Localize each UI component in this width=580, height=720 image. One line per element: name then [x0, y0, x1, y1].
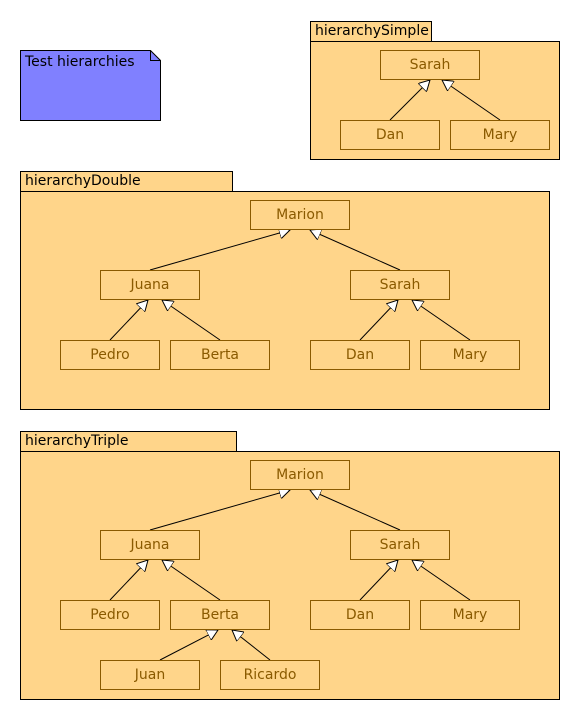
class-berta-triple[interactable]: Berta: [170, 600, 270, 630]
package-tab-hierarchy-simple: hierarchySimple: [310, 21, 432, 42]
note-test-hierarchies: Test hierarchies: [20, 50, 161, 121]
package-tab-hierarchy-triple: hierarchyTriple: [20, 431, 237, 452]
edge-ricardo-berta-triple: [232, 630, 271, 661]
class-ricardo-triple[interactable]: Ricardo: [220, 660, 320, 690]
edge-berta-juana-double: [162, 300, 221, 341]
edge-juana-marion-triple: [149, 490, 290, 531]
edge-sarah-marion-triple: [310, 490, 401, 531]
edge-juan-berta-triple: [159, 630, 218, 661]
edge-mary-sarah-simple: [442, 80, 501, 121]
edge-juana-marion-double: [149, 230, 290, 271]
class-mary-triple[interactable]: Mary: [420, 600, 520, 630]
edge-dan-sarah-double: [359, 300, 398, 341]
class-sarah-triple[interactable]: Sarah: [350, 530, 450, 560]
class-sarah-simple[interactable]: Sarah: [380, 50, 480, 80]
package-tab-hierarchy-double: hierarchyDouble: [20, 171, 233, 192]
edge-pedro-juana-triple: [109, 560, 148, 601]
edge-dan-sarah-triple: [359, 560, 398, 601]
note-text: Test hierarchies: [25, 54, 135, 70]
class-mary-simple[interactable]: Mary: [450, 120, 550, 150]
class-dan-simple[interactable]: Dan: [340, 120, 440, 150]
class-dan-double[interactable]: Dan: [310, 340, 410, 370]
class-juan-triple[interactable]: Juan: [100, 660, 200, 690]
class-pedro-double[interactable]: Pedro: [60, 340, 160, 370]
class-mary-double[interactable]: Mary: [420, 340, 520, 370]
class-berta-double[interactable]: Berta: [170, 340, 270, 370]
edge-mary-sarah-triple: [412, 560, 471, 601]
class-pedro-triple[interactable]: Pedro: [60, 600, 160, 630]
note-shape: [20, 50, 161, 121]
edge-berta-juana-triple: [162, 560, 221, 601]
class-marion-double[interactable]: Marion: [250, 200, 350, 230]
class-sarah-double[interactable]: Sarah: [350, 270, 450, 300]
edge-sarah-marion-double: [310, 230, 401, 271]
edge-dan-sarah-simple: [389, 80, 430, 121]
class-juana-double[interactable]: Juana: [100, 270, 200, 300]
class-juana-triple[interactable]: Juana: [100, 530, 200, 560]
edge-pedro-juana-double: [109, 300, 148, 341]
class-marion-triple[interactable]: Marion: [250, 460, 350, 490]
edge-mary-sarah-double: [412, 300, 471, 341]
class-dan-triple[interactable]: Dan: [310, 600, 410, 630]
